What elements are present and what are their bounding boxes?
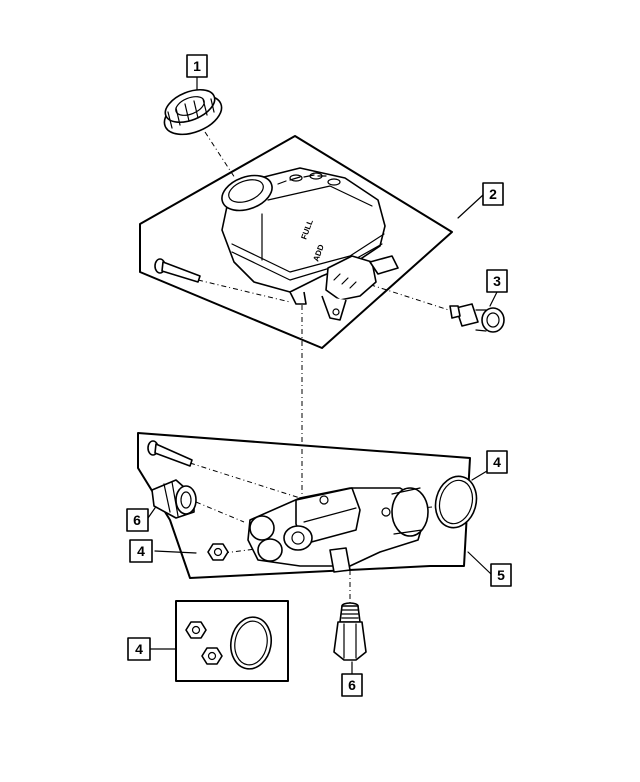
callout-6-bottom: 6	[341, 673, 363, 697]
callout-4-kit: 4	[127, 637, 151, 661]
callout-5: 5	[490, 563, 512, 587]
cap-to-reservoir-dash	[204, 131, 236, 179]
adapter-to-cylinder-dash	[195, 501, 245, 523]
callout-6-bottom-label: 6	[348, 677, 356, 693]
callout-1: 1	[186, 54, 208, 78]
adapter-leader-line	[147, 507, 156, 519]
fluid-level-sensor	[449, 303, 505, 333]
cylinder-hex-nut	[207, 543, 229, 561]
callout-6-left-label: 6	[133, 512, 141, 528]
pin-to-cylinder-dash	[189, 462, 301, 499]
reservoir-panel-outline	[139, 135, 453, 349]
proportioning-valve-adapter-bottom	[333, 602, 367, 661]
callout-3-label: 3	[493, 273, 501, 289]
reservoir-leader-line	[457, 194, 484, 219]
callout-2: 2	[482, 182, 504, 206]
pin-to-reservoir-dash	[197, 279, 291, 303]
callout-3: 3	[486, 269, 508, 293]
callout-4-kit-label: 4	[135, 641, 143, 657]
seal-leader-line	[471, 470, 488, 481]
callout-4-seal-label: 4	[493, 454, 501, 470]
fluid-reservoir: FULL ADD	[221, 167, 399, 321]
callout-2-label: 2	[489, 186, 497, 202]
callout-1-label: 1	[193, 58, 201, 74]
callout-4-seal: 4	[486, 450, 508, 474]
master-cylinder-body	[247, 487, 429, 573]
callout-6-left: 6	[126, 508, 149, 532]
master-cylinder-panel-outline	[137, 432, 471, 579]
sensor-to-reservoir-dash	[361, 281, 456, 313]
sensor-leader-line	[489, 291, 498, 307]
reservoir-cap	[163, 88, 223, 136]
reservoir-retaining-pin	[154, 258, 201, 283]
seal-kit-contents	[185, 616, 273, 670]
callout-4-nut-label: 4	[137, 543, 145, 559]
nut-leader-line	[154, 550, 197, 554]
cylinder-retaining-pin	[147, 440, 193, 467]
housing-leader-line	[467, 551, 492, 575]
cylinder-o-ring-seal	[434, 475, 478, 529]
callout-4-nut: 4	[129, 539, 153, 563]
seal-kit-panel-outline	[175, 600, 289, 682]
callout-5-label: 5	[497, 567, 505, 583]
proportioning-valve-adapter-left	[151, 479, 197, 519]
